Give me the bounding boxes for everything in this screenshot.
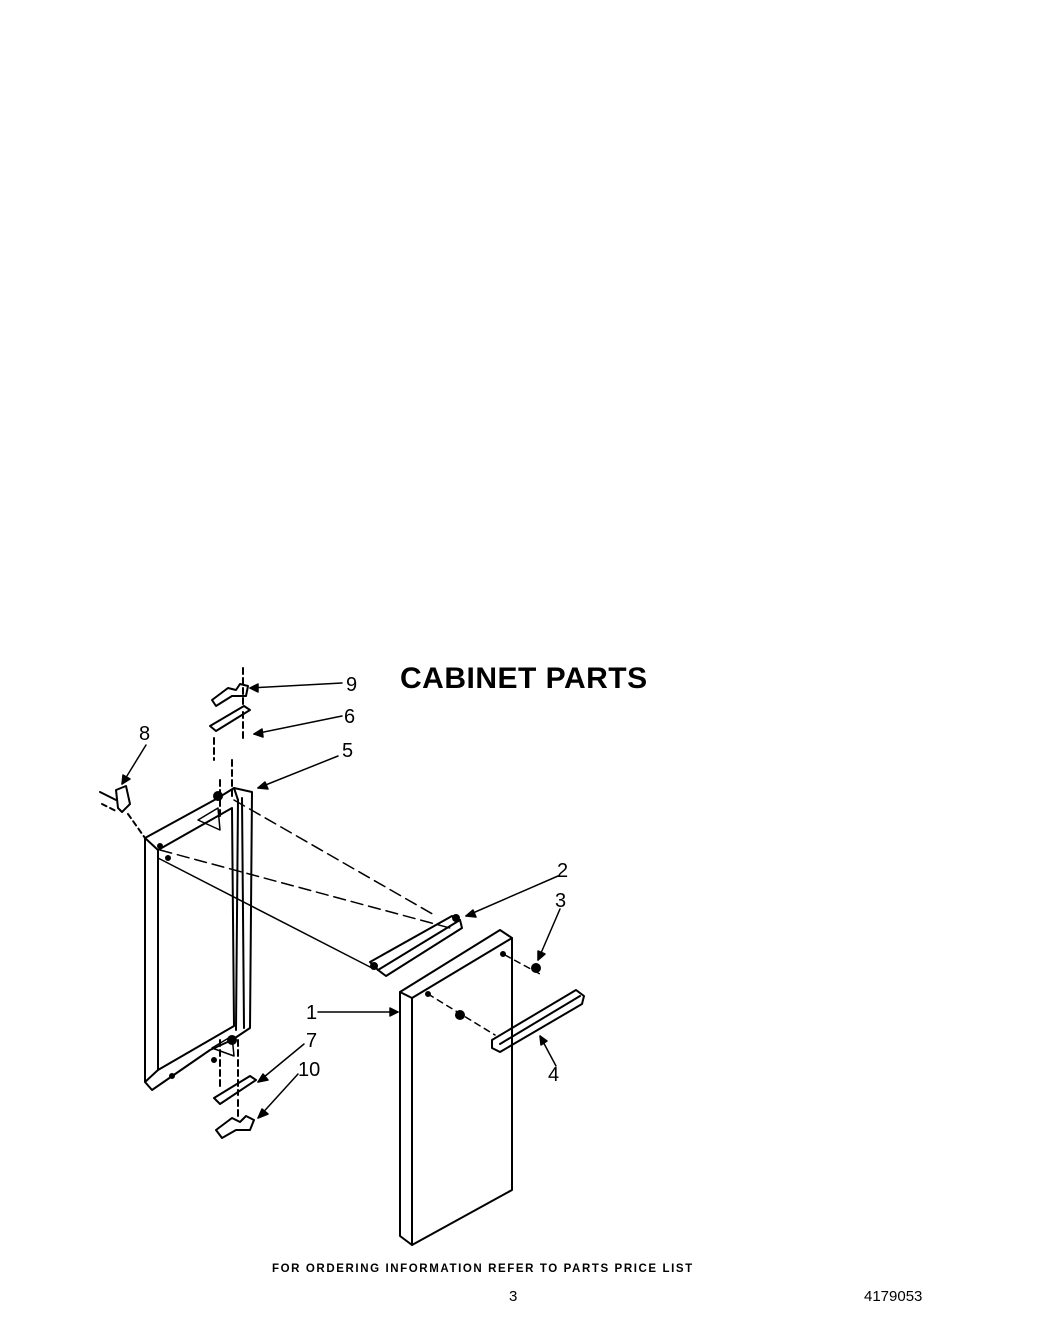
part-9-top-hinge bbox=[211, 667, 249, 707]
page-number: 3 bbox=[509, 1288, 518, 1305]
ordering-note: FOR ORDERING INFORMATION REFER TO PARTS … bbox=[272, 1263, 694, 1275]
part-10-bottom-hinge bbox=[215, 1115, 255, 1139]
callout-5: 5 bbox=[342, 740, 353, 762]
part-6-top-spacer bbox=[209, 705, 251, 761]
callout-4: 4 bbox=[548, 1064, 559, 1086]
part-1-door-panel bbox=[399, 929, 513, 1246]
callout-3: 3 bbox=[555, 890, 566, 912]
callout-9: 9 bbox=[346, 674, 357, 696]
diagram-title: CABINET PARTS bbox=[400, 662, 648, 695]
callout-8: 8 bbox=[139, 723, 150, 745]
part-2-door-trim bbox=[369, 914, 463, 977]
callout-6: 6 bbox=[344, 706, 355, 728]
leader-lines bbox=[121, 682, 561, 1119]
callout-10: 10 bbox=[298, 1059, 320, 1081]
part-5-door-frame bbox=[144, 759, 253, 1096]
part-3-screws bbox=[455, 963, 541, 1020]
callout-2: 2 bbox=[557, 860, 568, 882]
callout-7: 7 bbox=[306, 1030, 317, 1052]
assembly-guide-lines bbox=[157, 799, 541, 1036]
part-7-bottom-spacer bbox=[213, 1075, 257, 1121]
callout-1: 1 bbox=[306, 1002, 317, 1024]
part-8-side-bracket bbox=[99, 785, 146, 839]
document-number: 4179053 bbox=[864, 1288, 923, 1305]
part-4-door-handle bbox=[491, 989, 585, 1053]
